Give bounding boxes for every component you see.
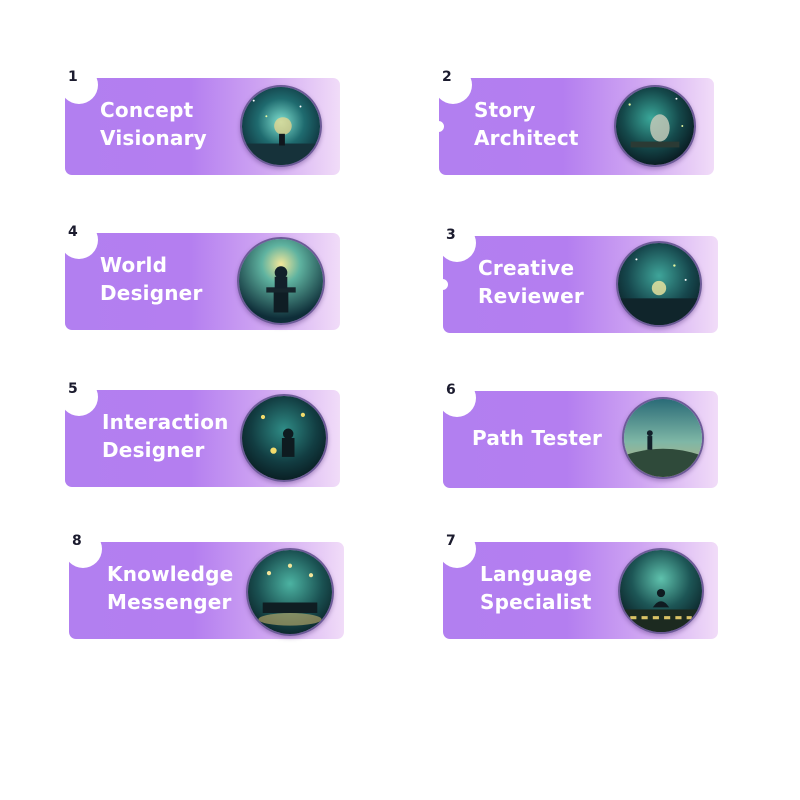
card-title: Concept Visionary (100, 98, 207, 150)
card-interaction-designer[interactable]: 5 Interaction Designer (60, 378, 340, 487)
card-title: World Designer (100, 253, 203, 305)
card-title: Path Tester (472, 426, 603, 450)
step-badge: 2 (434, 66, 472, 104)
step-badge: 6 (438, 379, 476, 417)
gathering-avatar-image (246, 548, 334, 636)
step-badge: 8 (64, 530, 102, 568)
step-badge: 3 (438, 224, 476, 262)
crowd-stars-avatar-image (616, 241, 702, 327)
step-number: 6 (446, 382, 456, 398)
step-badge: 5 (60, 378, 98, 416)
cosmic-figure-avatar-image (240, 85, 322, 167)
step-number: 2 (442, 69, 452, 85)
card-world-designer[interactable]: 4 World Designer (60, 221, 340, 330)
card-concept-visionary[interactable]: 1 Concept Visionary (60, 66, 340, 175)
step-badge: 1 (60, 66, 98, 104)
meditating-figure-avatar-image (618, 548, 704, 634)
hiker-hill-avatar-image (622, 397, 704, 479)
card-path-tester[interactable]: 6 Path Tester (438, 379, 718, 488)
card-title: Knowledge Messenger (107, 562, 234, 614)
step-number: 1 (68, 69, 78, 85)
hooded-figure-avatar-image (614, 85, 696, 167)
card-title: Creative Reviewer (478, 256, 584, 308)
card-title: Language Specialist (480, 562, 593, 614)
card-creative-reviewer[interactable]: 3 Creative Reviewer (437, 224, 718, 333)
connector-dot (433, 121, 444, 132)
card-story-architect[interactable]: 2 Story Architect (433, 66, 714, 175)
step-badge: 4 (60, 221, 98, 259)
card-title: Interaction Designer (102, 410, 229, 462)
card-knowledge-messenger[interactable]: 8 Knowledge Messenger (64, 530, 344, 639)
step-number: 4 (68, 224, 78, 240)
connector-dot (437, 279, 448, 290)
step-number: 3 (446, 227, 456, 243)
step-number: 8 (72, 533, 82, 549)
card-language-specialist[interactable]: 7 Language Specialist (438, 530, 718, 639)
step-number: 5 (68, 381, 78, 397)
step-number: 7 (446, 533, 456, 549)
card-title: Story Architect (474, 98, 579, 150)
step-badge: 7 (438, 530, 476, 568)
lantern-figure-avatar-image (240, 394, 328, 482)
pedestal-figure-avatar-image (237, 237, 325, 325)
